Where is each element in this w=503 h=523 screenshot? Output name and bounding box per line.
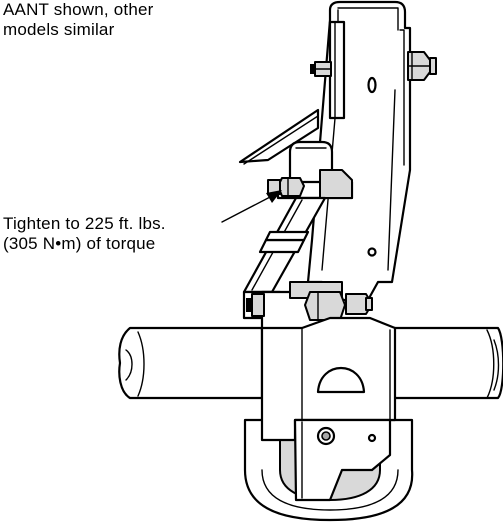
lower-mount	[246, 281, 373, 332]
torque-arrow	[221, 190, 282, 223]
top-left-nut	[310, 61, 332, 77]
torque-note: Tighten to 225 ft. lbs. (305 N•m) of tor…	[3, 214, 166, 254]
axle-tube-right	[388, 326, 503, 400]
lower-bracket	[260, 316, 397, 442]
upper-clevis-nut	[267, 177, 305, 197]
model-note-line-1: AANT shown, other	[3, 0, 154, 19]
torque-note-line-1: Tighten to 225 ft. lbs.	[3, 214, 166, 233]
gusset-plate	[238, 108, 320, 165]
top-right-nut	[407, 51, 437, 81]
model-note-line-2: models similar	[3, 20, 115, 39]
torque-note-line-2: (305 N•m) of torque	[3, 234, 156, 253]
model-note: AANT shown, other models similar	[3, 0, 154, 40]
fork-plate	[293, 418, 392, 502]
axle-tube-left	[118, 326, 264, 400]
support-plate	[306, 0, 412, 302]
